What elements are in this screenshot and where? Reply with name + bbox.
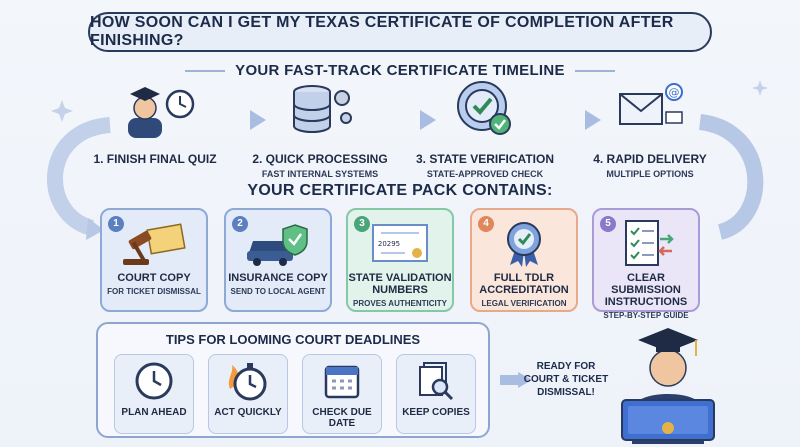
timeline-step-processing: 2. QUICK PROCESSING FAST INTERNAL SYSTEM… <box>235 76 405 179</box>
step-label: 1. FINISH FINAL QUIZ <box>93 152 217 166</box>
tips-heading: TIPS FOR LOOMING COURT DEADLINES <box>165 332 421 347</box>
svg-text:@: @ <box>669 86 680 99</box>
stopwatch-fire-icon <box>209 355 287 407</box>
page-title: HOW SOON CAN I GET MY TEXAS CERTIFICATE … <box>88 12 712 52</box>
rosette-icon <box>472 218 576 268</box>
card-title: FULL TDLR ACCREDITATION <box>479 272 569 296</box>
pack-card-court-copy: 1 COURT COPY FOR TICKET DISMISSAL <box>100 208 208 312</box>
timeline-step-delivery: @ 4. RAPID DELIVERY MULTIPLE OPTIONS <box>565 76 735 179</box>
pack-card-insurance-copy: 2 INSURANCE COPY SEND TO LOCAL AGENT <box>224 208 332 312</box>
database-gears-icon <box>235 76 405 138</box>
card-sub: FOR TICKET DISMISSAL <box>107 287 201 296</box>
step-label: 4. RAPID DELIVERY <box>593 152 707 166</box>
tips-panel: TIPS FOR LOOMING COURT DEADLINES PLAN AH… <box>96 322 490 438</box>
ready-message: READY FOR COURT & TICKET DISMISSAL! <box>523 361 609 398</box>
card-sub: SEND TO LOCAL AGENT <box>230 287 326 296</box>
tip-plan-ahead: PLAN AHEAD <box>114 354 194 434</box>
pack-card-state-validation: 3 20295 STATE VALIDATION NUMBERS PROVES … <box>346 208 454 312</box>
pack-card-tdlr: 4 FULL TDLR ACCREDITATION LEGAL VERIFICA… <box>470 208 578 312</box>
card-title: COURT COPY <box>117 272 191 284</box>
card-number: 2 <box>232 216 248 232</box>
tip-label: ACT QUICKLY <box>214 407 282 418</box>
graduate-clock-icon <box>70 76 240 138</box>
tip-label: PLAN AHEAD <box>121 407 187 418</box>
step-label: 3. STATE VERIFICATION <box>415 152 554 166</box>
step-label: 2. QUICK PROCESSING <box>252 152 388 166</box>
card-number: 5 <box>600 216 616 232</box>
card-sub: PROVES AUTHENTICITY <box>353 299 447 308</box>
card-number: 4 <box>478 216 494 232</box>
card-title: INSURANCE COPY <box>228 272 328 284</box>
card-number: 3 <box>354 216 370 232</box>
tip-label: KEEP COPIES <box>402 407 470 418</box>
timeline-step-verification: 3. STATE VERIFICATION STATE-APPROVED CHE… <box>400 76 570 179</box>
calendar-icon <box>303 355 381 407</box>
documents-magnifier-icon <box>397 355 475 407</box>
timeline-step-finish-quiz: 1. FINISH FINAL QUIZ <box>70 76 240 169</box>
card-sub: LEGAL VERIFICATION <box>481 299 567 308</box>
certificate-icon: 20295 <box>348 218 452 268</box>
gavel-ticket-icon <box>102 218 206 268</box>
certificate-number: 20295 <box>378 240 400 248</box>
verified-badge-icon <box>400 76 570 138</box>
tip-keep-copies: KEEP COPIES <box>396 354 476 434</box>
step-sub: FAST INTERNAL SYSTEMS <box>261 169 379 179</box>
tip-check-due-date: CHECK DUE DATE <box>302 354 382 434</box>
tip-label: CHECK DUE DATE <box>312 407 372 429</box>
card-number: 1 <box>108 216 124 232</box>
pack-card-instructions: 5 CLEAR SUBMISSION INSTRUCTIONS STEP-BY-… <box>592 208 700 320</box>
email-icon: @ <box>565 76 735 138</box>
step-sub: STATE-APPROVED CHECK <box>426 169 544 179</box>
tip-act-quickly: ACT QUICKLY <box>208 354 288 434</box>
card-title: STATE VALIDATION NUMBERS <box>348 272 452 296</box>
car-shield-icon <box>226 218 330 268</box>
graduate-certificate-icon <box>621 328 715 444</box>
step-sub: MULTIPLE OPTIONS <box>606 169 694 179</box>
clock-icon <box>115 355 193 407</box>
timeline-heading: YOUR FAST-TRACK CERTIFICATE TIMELINE <box>235 62 565 79</box>
card-title: CLEAR SUBMISSION INSTRUCTIONS <box>604 272 688 308</box>
timeline-heading-row: YOUR FAST-TRACK CERTIFICATE TIMELINE <box>0 62 800 79</box>
pack-heading: YOUR CERTIFICATE PACK CONTAINS: <box>247 182 553 199</box>
checklist-icon <box>594 218 698 268</box>
card-sub: STEP-BY-STEP GUIDE <box>603 311 689 320</box>
